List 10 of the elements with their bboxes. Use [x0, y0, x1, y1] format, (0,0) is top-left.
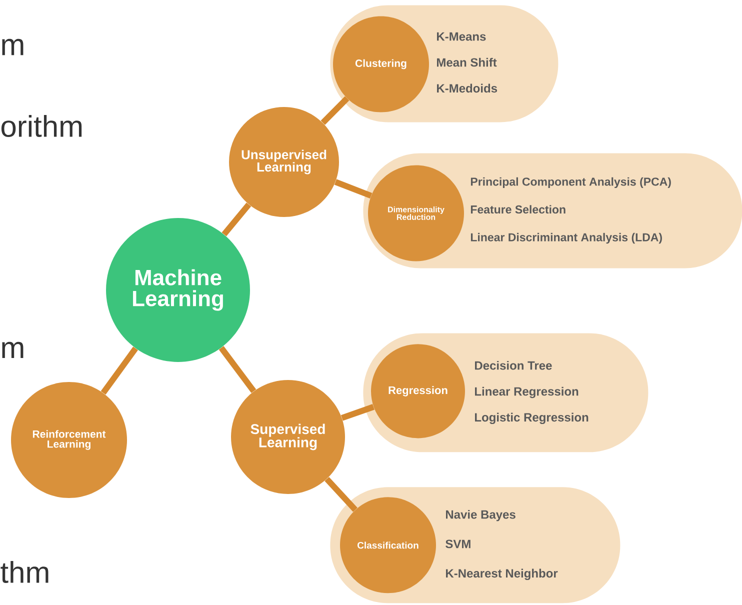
- connector-line: [334, 179, 372, 199]
- connector-line: [324, 476, 358, 512]
- text-fragment: m: [2, 38, 24, 56]
- connector-line: [218, 346, 256, 393]
- text-fragment: orithm: [1, 114, 82, 137]
- connector-line: [100, 346, 138, 395]
- connector-line: [320, 96, 350, 125]
- text-fragment: thm: [0, 561, 48, 583]
- text-fragment: m: [2, 342, 24, 358]
- connector-line: [222, 202, 252, 236]
